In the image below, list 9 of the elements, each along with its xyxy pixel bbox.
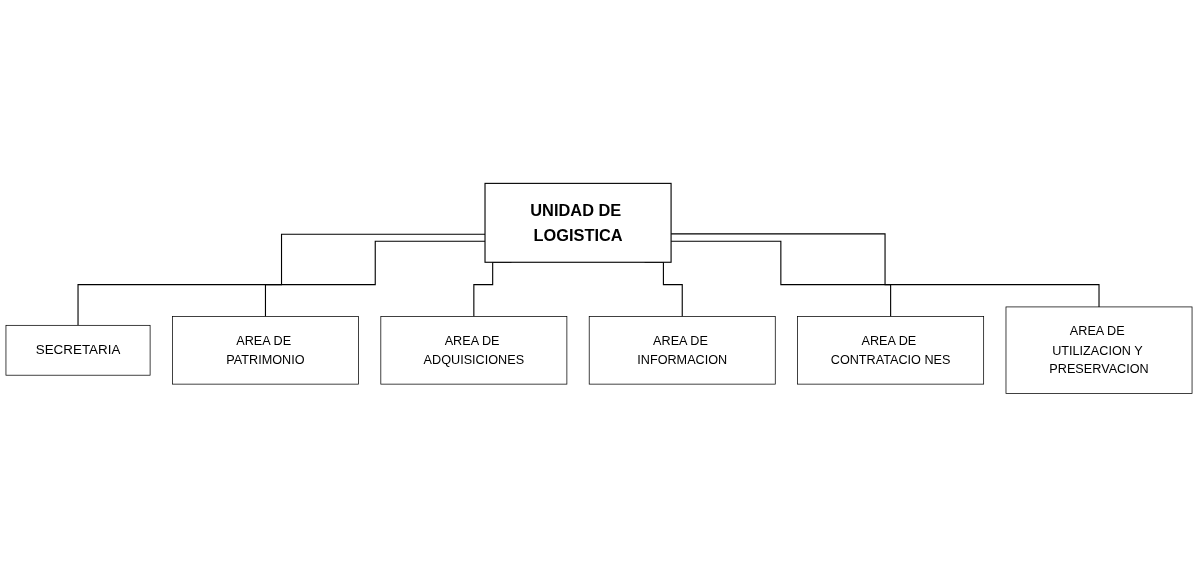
node-box: AREA DE ADQUISICIONES — [380, 316, 568, 385]
node-box: UNIDAD DE LOGISTICA — [484, 182, 672, 263]
connector — [264, 240, 486, 317]
node-box: AREA DE INFORMACION — [588, 316, 776, 385]
node-box: AREA DE PATRIMONIO — [172, 316, 359, 385]
connector — [77, 233, 486, 326]
node-box: SECRETARIA — [5, 324, 151, 376]
node-box: AREA DE UTILIZACION Y PRESERVACION — [1005, 306, 1193, 394]
node-box: AREA DE CONTRATACIO NES — [797, 316, 985, 385]
